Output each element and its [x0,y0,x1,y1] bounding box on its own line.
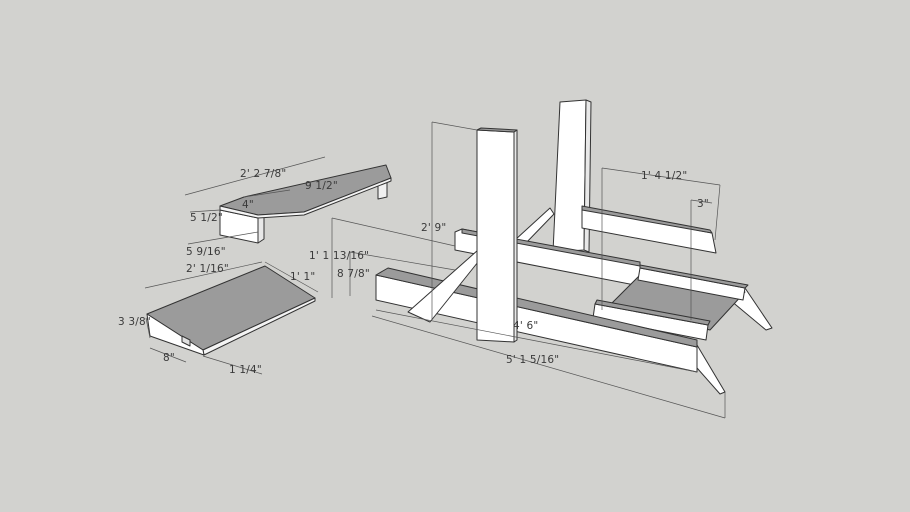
rear-post-front [552,99,587,253]
seat-edge [219,177,392,219]
front-post-side [513,129,518,343]
ramp-wedge-inner [181,335,191,347]
dim-overall-length: 5' 1 5/16" [506,354,560,366]
dim-ramp-thickness: 1 1/4" [229,364,262,376]
dim-seat-width: 9 1/2" [305,180,338,192]
front-post-front [476,129,515,343]
dim-seat-leg-width: 5 9/16" [186,246,226,258]
dim-post-height: 2' 9" [421,222,447,234]
dim-ramp-length: 2' 1/16" [186,263,229,275]
right-rail-top [581,205,713,234]
dim-ramp-wedge: 8" [163,352,175,364]
platform-board-front-top [594,299,711,326]
front-post-top [476,127,518,133]
dim-rail-height: 8 7/8" [337,268,370,280]
main-frame-part[interactable] [375,99,773,395]
ramp-part[interactable] [146,265,316,356]
dim-inner-length: 4' 6" [513,320,539,332]
dim-slat-gap: 3" [697,198,709,210]
dim-seat-notch: 4" [242,199,254,211]
platform-board-back-top [639,264,749,289]
dim-ramp-width: 1' 1" [290,271,316,283]
dim-seat-length: 2' 2 7/8" [240,168,287,180]
dim-platform-width: 1' 4 1/2" [641,170,688,182]
dim-frame-height: 1' 1 13/16" [309,250,370,262]
dim-ramp-height: 3 3/8" [118,316,151,328]
bench-seat-part[interactable] [219,164,392,244]
dim-seat-leg-height: 5 1/2" [190,212,223,224]
dimension-lines [144,121,726,419]
